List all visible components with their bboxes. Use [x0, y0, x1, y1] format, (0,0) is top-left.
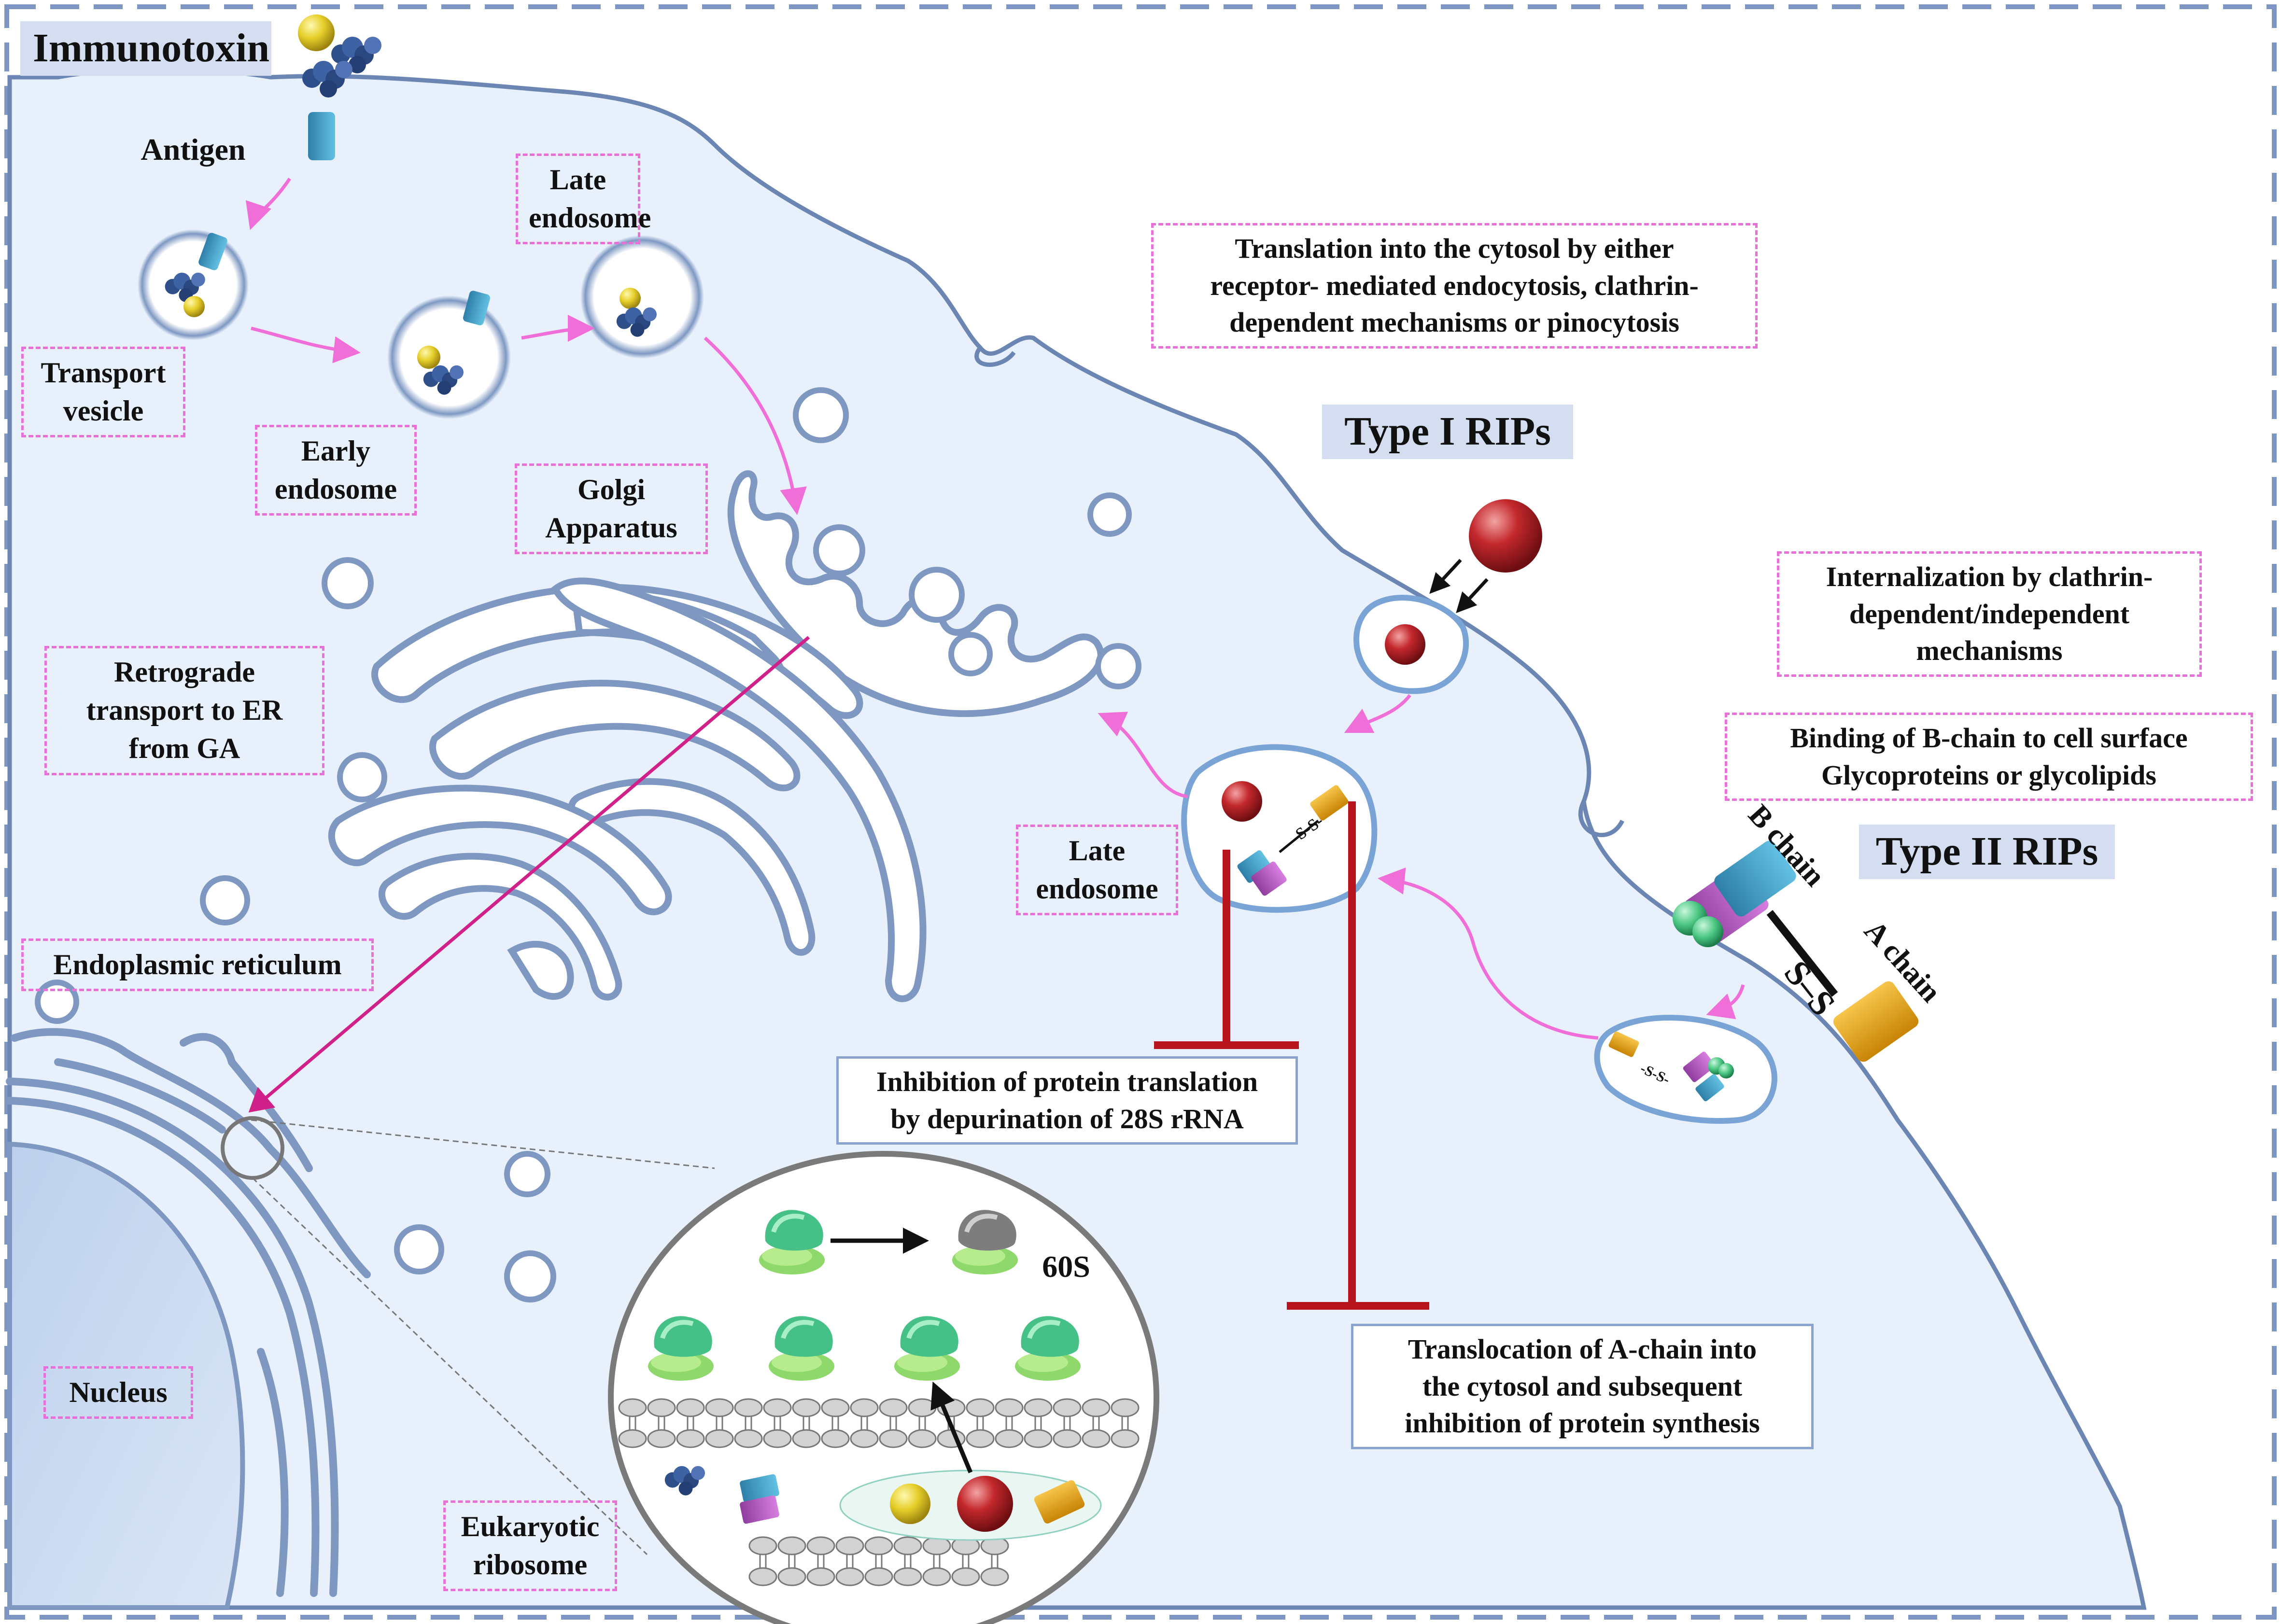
endoplasmic-reticulum: [6, 1028, 371, 1597]
label-nucleus: Nucleus: [43, 1366, 193, 1419]
golgi-apparatus: [328, 470, 1104, 1002]
label-translocation: Translocation of A-chain into the cytoso…: [1351, 1324, 1814, 1449]
retrograde-arrow: [248, 636, 810, 1113]
label-er: Endoplasmic reticulum: [21, 938, 374, 992]
golgi-vesicles: [322, 387, 1141, 802]
label-late-endosome-mid: Late endosome: [1016, 825, 1178, 916]
ribosome-zoom-panel: [608, 1151, 1159, 1624]
label-binding: Binding of B-chain to cell surface Glyco…: [1725, 713, 2253, 801]
label-translation-cytosol: Translation into the cytosol by either r…: [1151, 223, 1758, 349]
er-vesicles: [35, 875, 556, 1302]
pink-arrows-immunotoxin: [245, 178, 807, 515]
label-transport-vesicle: Transport vesicle: [21, 347, 185, 438]
label-golgi: Golgi Apparatus: [515, 463, 708, 555]
label-60s: 60S: [1042, 1249, 1090, 1284]
label-retrograde: Retrograde transport to ER from GA: [44, 646, 324, 775]
type1-rip-entry: [1353, 499, 1542, 694]
title-immunotoxin: Immunotoxin: [20, 21, 271, 76]
label-late-endosome-top: Late endosome: [516, 154, 651, 245]
outer-frame: [4, 4, 2277, 1620]
nucleus: [7, 1141, 245, 1610]
immunotoxin-molecule: [298, 14, 381, 160]
title-type1-rips: Type I RIPs: [1322, 405, 1573, 459]
early-endosome-vesicle: [387, 291, 511, 419]
label-inhibition: Inhibition of protein translation by dep…: [836, 1056, 1298, 1145]
cell-membrane: [7, 67, 2147, 1610]
type2-endosome: [1594, 1015, 1777, 1124]
label-internalization: Internalization by clathrin- dependent/i…: [1777, 551, 2202, 677]
type2-rip-molecule: [1673, 840, 1919, 1062]
inhibition-bars: [1154, 801, 1429, 1310]
label-early-endosome: Early endosome: [255, 425, 417, 516]
title-type2-rips: Type II RIPs: [1859, 825, 2115, 879]
late-endosome-vesicle-mid: [1181, 744, 1378, 913]
pink-arrows-rip: [1098, 694, 1745, 1040]
label-eukaryotic-ribosome: Eukaryotic ribosome: [443, 1500, 617, 1592]
label-antigen: Antigen: [141, 132, 246, 167]
transport-vesicle: [138, 229, 249, 340]
late-endosome-vesicle-top: [580, 235, 704, 359]
